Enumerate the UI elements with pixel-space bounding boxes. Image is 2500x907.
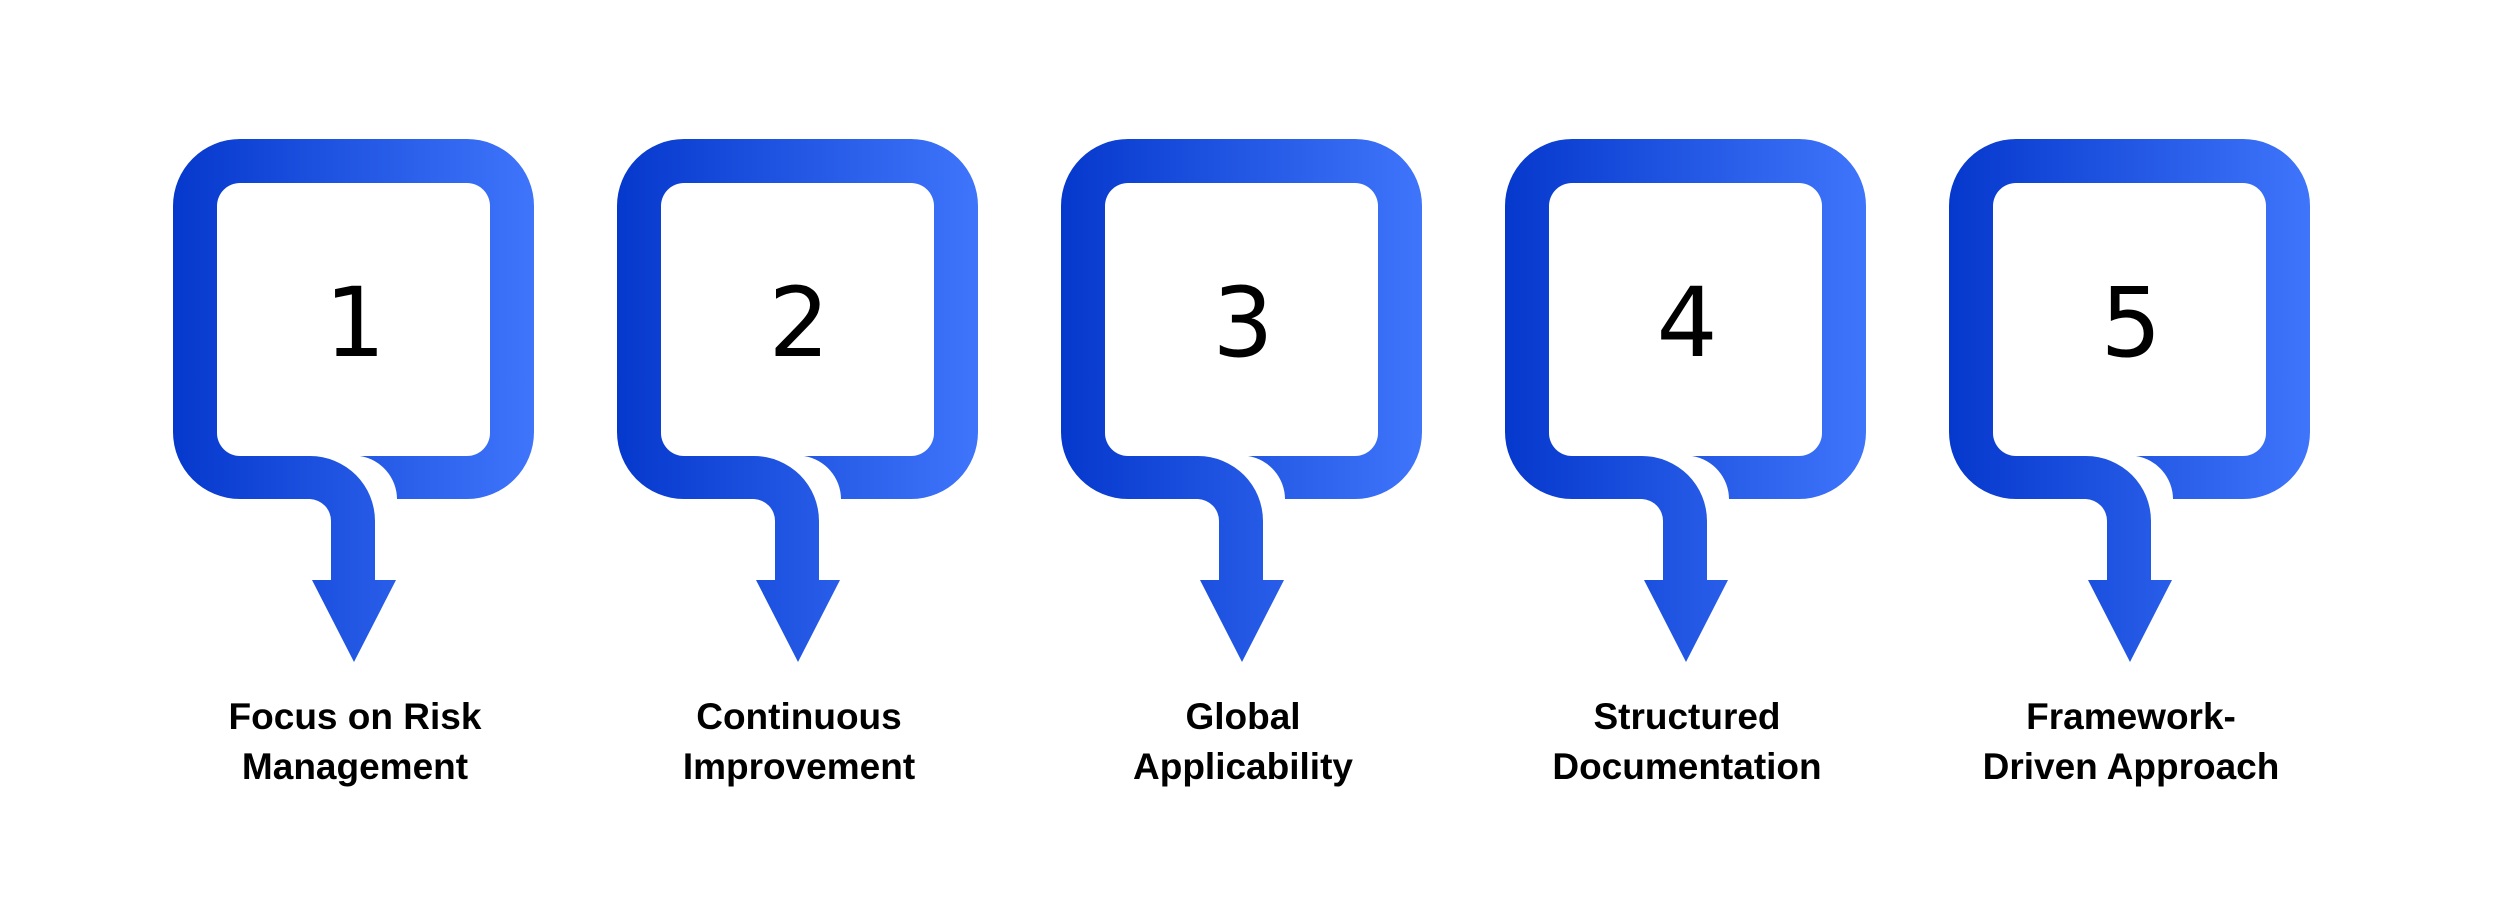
- step-frame-icon: [1061, 139, 1422, 662]
- step-label-line: Focus on Risk: [228, 696, 482, 737]
- step-frame-icon: [1505, 139, 1866, 662]
- step-label: Continuous Improvement: [576, 692, 1022, 792]
- step-label-line: Structured: [1593, 696, 1781, 737]
- step-frame-icon: [173, 139, 534, 662]
- step-label: Focus on Risk Management: [132, 692, 578, 792]
- step-frame-icon: [1949, 139, 2310, 662]
- step-label: Structured Documentation: [1464, 692, 1910, 792]
- step-label-line: Driven Approach: [1982, 746, 2280, 787]
- step-label-line: Improvement: [682, 746, 916, 787]
- step-label: Framework- Driven Approach: [1908, 692, 2354, 792]
- step-2: 2 Continuous Improvement: [576, 0, 1022, 907]
- step-label-line: Global: [1185, 696, 1301, 737]
- step-label-line: Documentation: [1552, 746, 1822, 787]
- step-label-line: Continuous: [696, 696, 902, 737]
- step-1: 1 Focus on Risk Management: [132, 0, 578, 907]
- step-3: 3 Global Applicability: [1020, 0, 1466, 907]
- step-label-line: Applicability: [1133, 746, 1353, 787]
- step-label-line: Framework-: [2026, 696, 2236, 737]
- step-label: Global Applicability: [1020, 692, 1466, 792]
- step-5: 5 Framework- Driven Approach: [1908, 0, 2354, 907]
- step-4: 4 Structured Documentation: [1464, 0, 1910, 907]
- step-label-line: Management: [241, 746, 469, 787]
- step-frame-icon: [617, 139, 978, 662]
